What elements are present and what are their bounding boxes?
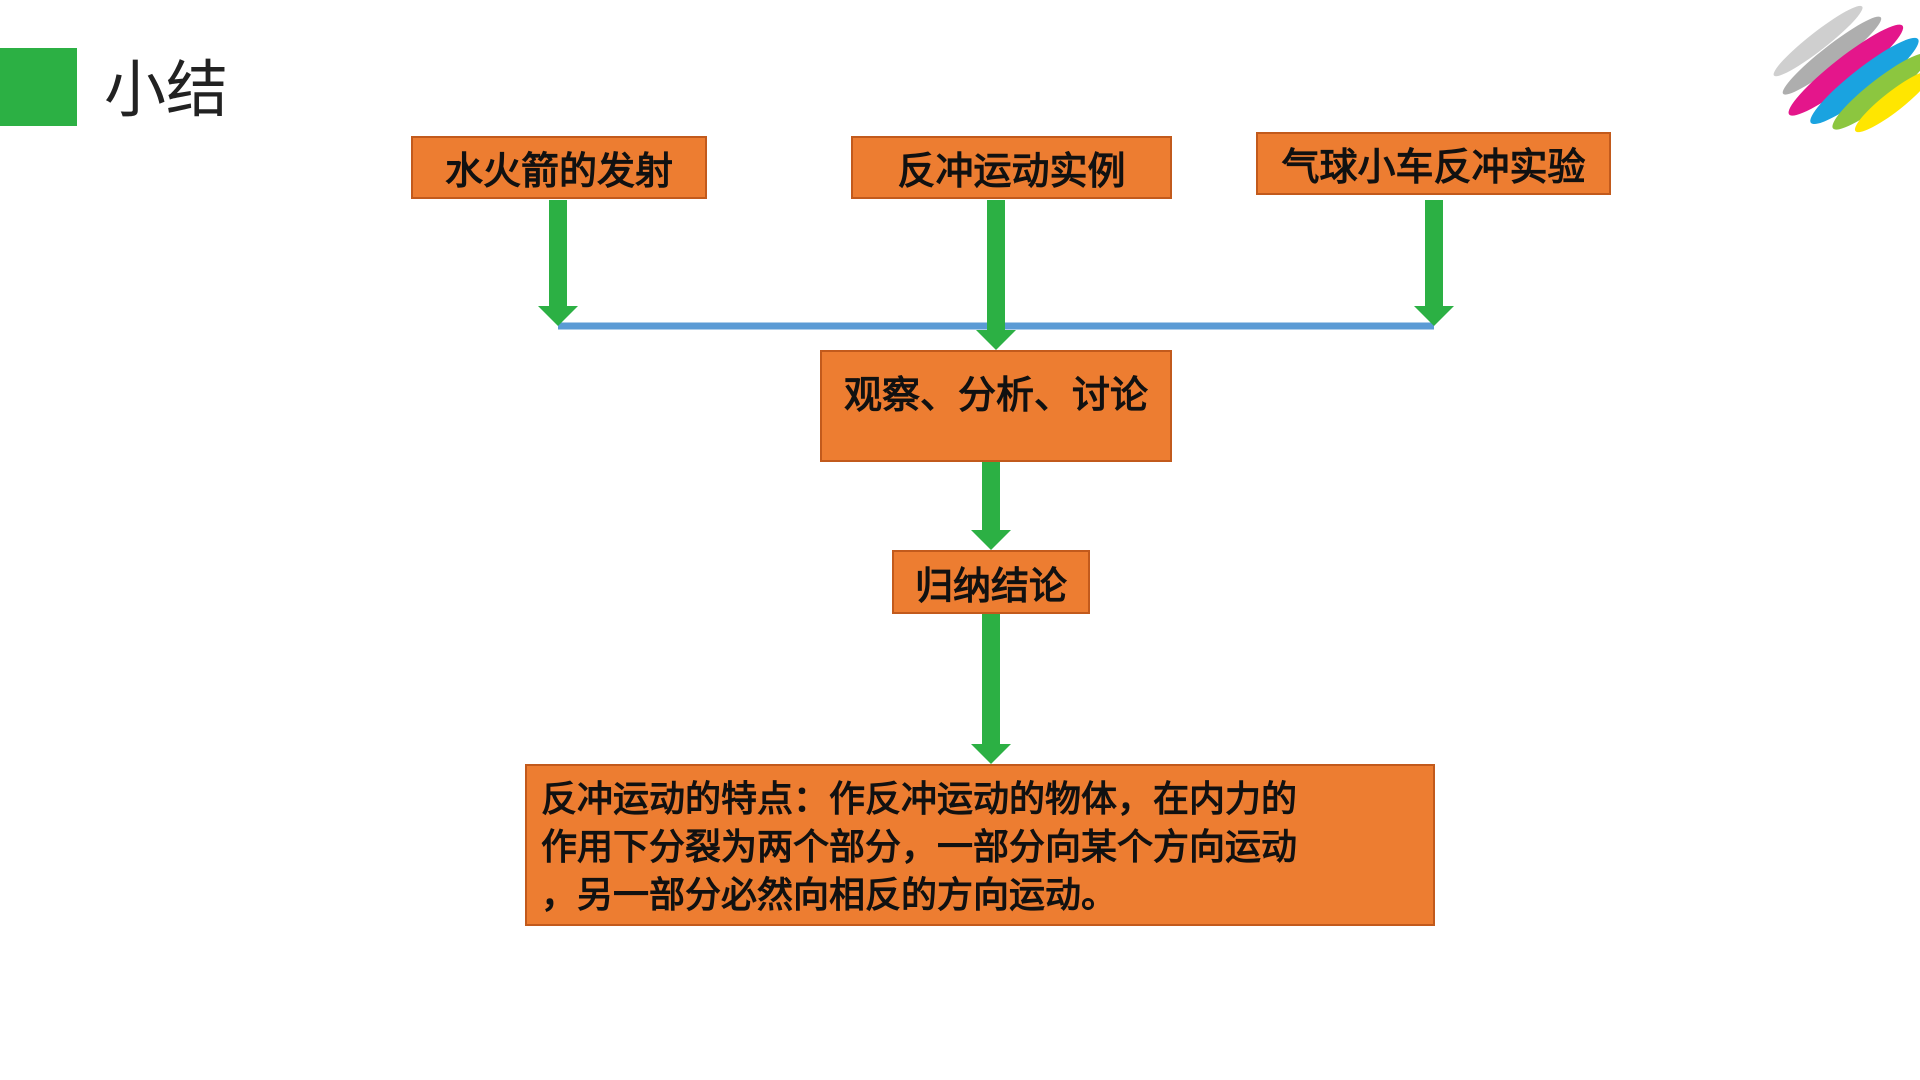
conclusion-line: ，另一部分必然向相反的方向运动。 <box>541 875 1118 916</box>
arrow-head <box>976 330 1016 350</box>
arrow-shaft <box>549 200 567 306</box>
conclusion-line: 作用下分裂为两个部分，一部分向某个方向运动 <box>541 827 1298 868</box>
arrow-shaft <box>982 462 1000 530</box>
source-box-recoil-examples: 反冲运动实例 <box>851 136 1172 199</box>
arrow-shaft <box>982 614 1000 744</box>
arrow-down-icon <box>971 462 1011 550</box>
process-box-label: 观察、分析、讨论 <box>843 373 1148 417</box>
source-box-balloon-car: 气球小车反冲实验 <box>1256 132 1611 195</box>
arrow-head <box>1414 306 1454 326</box>
arrow-shaft <box>1425 200 1443 306</box>
conclusion-box: 反冲运动的特点：作反冲运动的物体，在内力的 作用下分裂为两个部分，一部分向某个方… <box>525 764 1435 926</box>
arrow-down-icon <box>538 200 578 326</box>
summary-box-induce-conclusion: 归纳结论 <box>892 550 1090 614</box>
source-box-label: 气球小车反冲实验 <box>1281 145 1586 189</box>
source-box-water-rocket: 水火箭的发射 <box>411 136 707 199</box>
arrow-head <box>538 306 578 326</box>
summary-box-label: 归纳结论 <box>914 563 1067 608</box>
source-box-label: 反冲运动实例 <box>897 149 1126 193</box>
arrow-head <box>971 530 1011 550</box>
arrow-head <box>971 744 1011 764</box>
source-box-label: 水火箭的发射 <box>444 149 673 193</box>
conclusion-line: 反冲运动的特点：作反冲运动的物体，在内力的 <box>541 779 1298 820</box>
title-accent-square <box>0 48 77 126</box>
arrow-down-icon <box>1414 200 1454 326</box>
colorful-brush-strokes-logo-icon <box>1773 5 1920 133</box>
page-title: 小结 <box>104 53 229 126</box>
process-box-observe-analyze: 观察、分析、讨论 <box>820 350 1172 462</box>
arrow-down-icon <box>976 200 1016 350</box>
arrow-shaft <box>987 200 1005 330</box>
arrow-down-icon <box>971 614 1011 764</box>
